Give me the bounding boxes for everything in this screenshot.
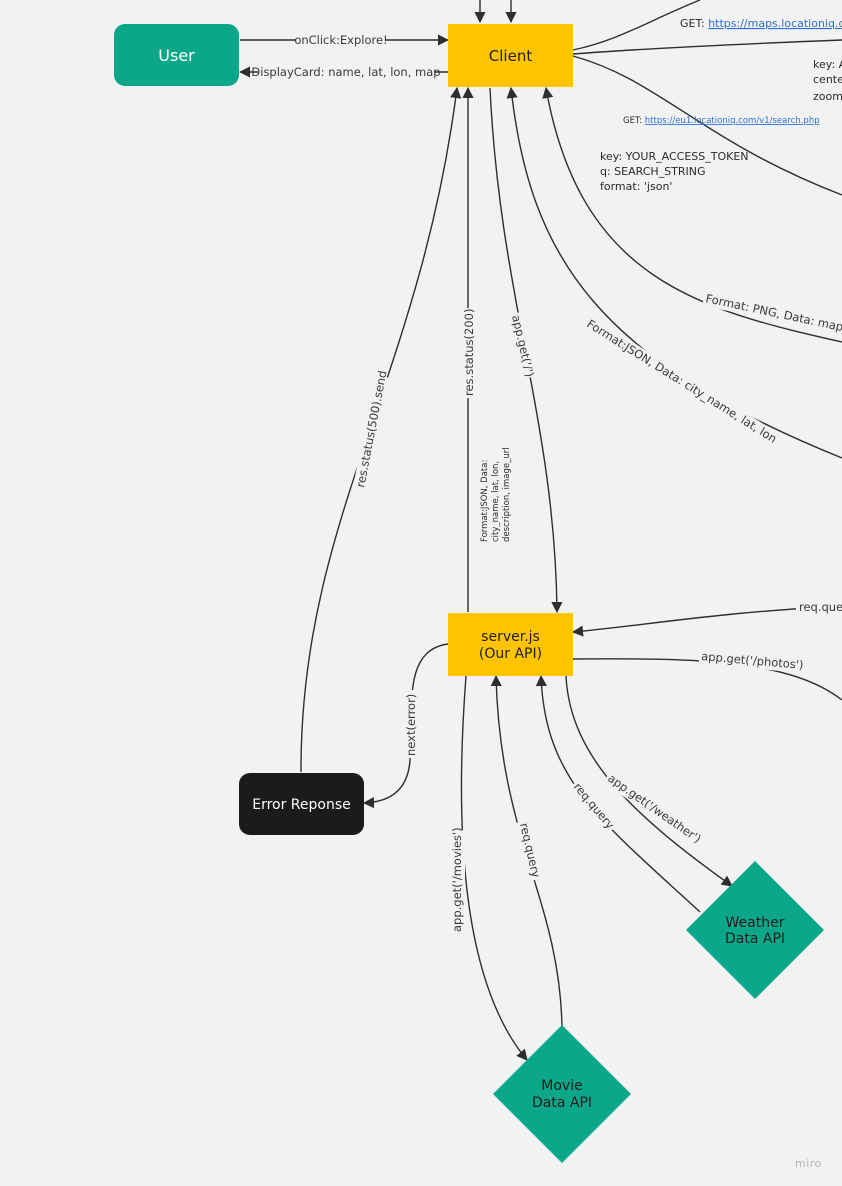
node-weather-api[interactable]: Weather Data API [686, 861, 824, 999]
note-maps-link[interactable]: https://maps.locationiq.co [708, 17, 842, 30]
note-maps-prefix: GET: [680, 17, 708, 30]
note-maps-get: GET: https://maps.locationiq.co [680, 17, 842, 30]
note-param-right-2: zoom [813, 90, 842, 103]
node-user-label: User [158, 46, 195, 65]
node-user[interactable]: User [114, 24, 239, 86]
label-onclick: onClick:Explore! [294, 33, 387, 47]
note-search-prefix: GET: [623, 116, 645, 126]
label-format-png: Format: PNG, Data: map_im [704, 291, 842, 338]
node-movie-label-1: Movie [541, 1078, 582, 1094]
label-app-get-weather: app.get('/weather') [605, 771, 704, 846]
edge-client-maps-1 [572, 0, 701, 51]
label-req-query-movie: req.query [517, 822, 543, 880]
node-error-label: Error Reponse [252, 797, 351, 813]
note-search-get: GET: https://eu1.locationiq.com/v1/searc… [623, 116, 820, 126]
edge-app-get-movies [460, 675, 528, 1061]
node-server[interactable]: server.js (Our API) [448, 613, 573, 676]
label-displaycard: DisplayCard: name, lat, lon, map [251, 65, 440, 79]
node-client[interactable]: Client [448, 24, 573, 87]
edge-client-search [572, 55, 842, 196]
note-param-right-0: key: A [813, 58, 842, 71]
label-req-query-right: req.que [799, 600, 842, 614]
node-client-label: Client [489, 47, 533, 65]
label-format-json-city: Format:JSON, Data: city_name, lat, lon [584, 317, 779, 446]
note-param-search-0: key: YOUR_ACCESS_TOKEN [600, 150, 749, 163]
label-app-get-movies: app.get('/movies') [450, 827, 464, 932]
node-weather-label-1: Weather [726, 915, 785, 931]
node-movie-api[interactable]: Movie Data API [493, 1025, 631, 1163]
label-app-get-root: app.get('/') [509, 314, 537, 379]
label-req-query-weather: req.query [571, 780, 618, 832]
edge-format-png [542, 86, 842, 343]
node-movie-label-2: Data API [532, 1095, 592, 1111]
label-res-status-200: res.status(200) [462, 309, 476, 396]
note-param-search-2: format: 'json' [600, 180, 672, 193]
node-server-label-2: (Our API) [479, 646, 542, 662]
note-search-link[interactable]: https://eu1.locationiq.com/v1/search.php [645, 116, 820, 126]
node-error[interactable]: Error Reponse [239, 773, 364, 835]
note-param-right-1: cente [813, 73, 842, 86]
note-server-response-1: city_name, lat, lon, [491, 461, 501, 542]
miro-watermark: miro [795, 1157, 822, 1170]
note-server-response-2: description, image_url [502, 447, 512, 542]
note-param-search-1: q: SEARCH_STRING [600, 165, 706, 178]
node-server-label-1: server.js [481, 629, 540, 645]
nodes: User Client server.js (Our API) Error Re… [114, 24, 824, 1163]
node-weather-label-2: Data API [725, 931, 785, 947]
label-next-error: next(error) [404, 694, 418, 756]
note-server-response-0: Format:JSON, Data: [480, 460, 490, 542]
edge-client-maps-2 [572, 39, 842, 55]
notes: GET: https://maps.locationiq.co key: A c… [480, 17, 842, 542]
edge-format-json-city [506, 86, 842, 459]
edge-app-get-weather [565, 675, 733, 887]
